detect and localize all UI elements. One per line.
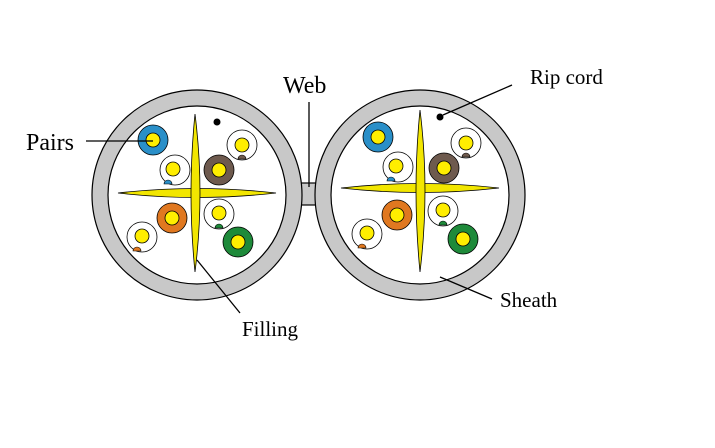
right-pair-green-white	[427, 195, 459, 227]
right-pair-brown	[428, 152, 460, 184]
sheath-label: Sheath	[500, 288, 558, 312]
right-pair-blue-white	[382, 151, 414, 183]
web-label: Web	[283, 73, 326, 99]
left-pair-blue	[137, 124, 169, 156]
pairs-label: Pairs	[26, 130, 74, 156]
left-cable	[91, 89, 303, 301]
left-filling-vertical	[190, 113, 201, 273]
left-pair-orange	[156, 202, 188, 234]
sheath-leader-line	[439, 276, 493, 300]
right-pair-green	[447, 223, 479, 255]
left-pair-green	[222, 226, 254, 258]
left-pair-orange-white	[126, 221, 158, 253]
right-pair-orange	[381, 199, 413, 231]
left-pair-brown	[203, 154, 235, 186]
right-rip-cord	[436, 113, 444, 121]
rip-cord-label: Rip cord	[530, 65, 603, 89]
right-pair-brown-white	[450, 127, 482, 159]
filling-label: Filling	[242, 317, 299, 341]
right-pair-blue	[362, 121, 394, 153]
left-pair-green-white	[203, 198, 235, 230]
left-rip-cord	[213, 118, 221, 126]
rip-cord-leader-line	[442, 84, 513, 116]
right-cable	[314, 89, 526, 301]
left-pair-brown-white	[226, 129, 258, 161]
right-filling-vertical	[415, 109, 426, 273]
right-pair-orange-white	[351, 218, 383, 250]
left-pair-blue-white	[159, 154, 191, 186]
filling-leader-line	[196, 259, 241, 314]
